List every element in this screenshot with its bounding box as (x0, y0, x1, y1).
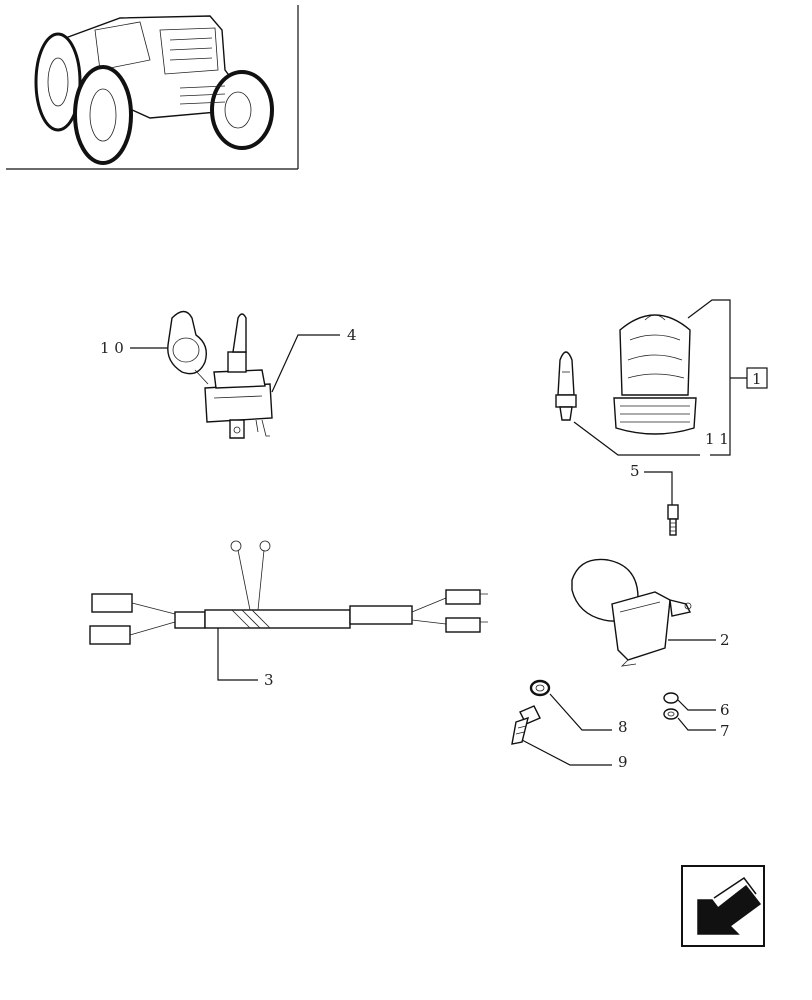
back-arrow-icon (697, 884, 762, 935)
mounting-bracket (571, 558, 692, 667)
callout-9: 9 (618, 753, 628, 771)
callout-2: 2 (720, 631, 730, 649)
callout-11: 1 1 (705, 430, 729, 448)
tractor-thumbnail (6, 5, 299, 170)
callout-8: 8 (618, 718, 628, 736)
callout-3: 3 (264, 671, 274, 689)
screw (667, 504, 679, 536)
callout-5: 5 (630, 462, 640, 480)
washer (663, 708, 679, 720)
wiring-harness (89, 540, 488, 645)
bolt (511, 705, 541, 745)
callout-10: 1 0 (100, 339, 124, 357)
callout-4: 4 (347, 326, 357, 344)
halogen-bulb (555, 351, 577, 421)
nut (663, 692, 679, 704)
tractor-icon (34, 15, 274, 165)
callout-7: 7 (720, 722, 730, 740)
previous-page-button[interactable] (681, 865, 765, 947)
toggle-switch-assembly (167, 310, 273, 439)
callout-1: 1 (752, 370, 762, 388)
callout-6: 6 (720, 701, 730, 719)
rotating-beacon (613, 314, 697, 435)
lock-washer (529, 679, 551, 697)
